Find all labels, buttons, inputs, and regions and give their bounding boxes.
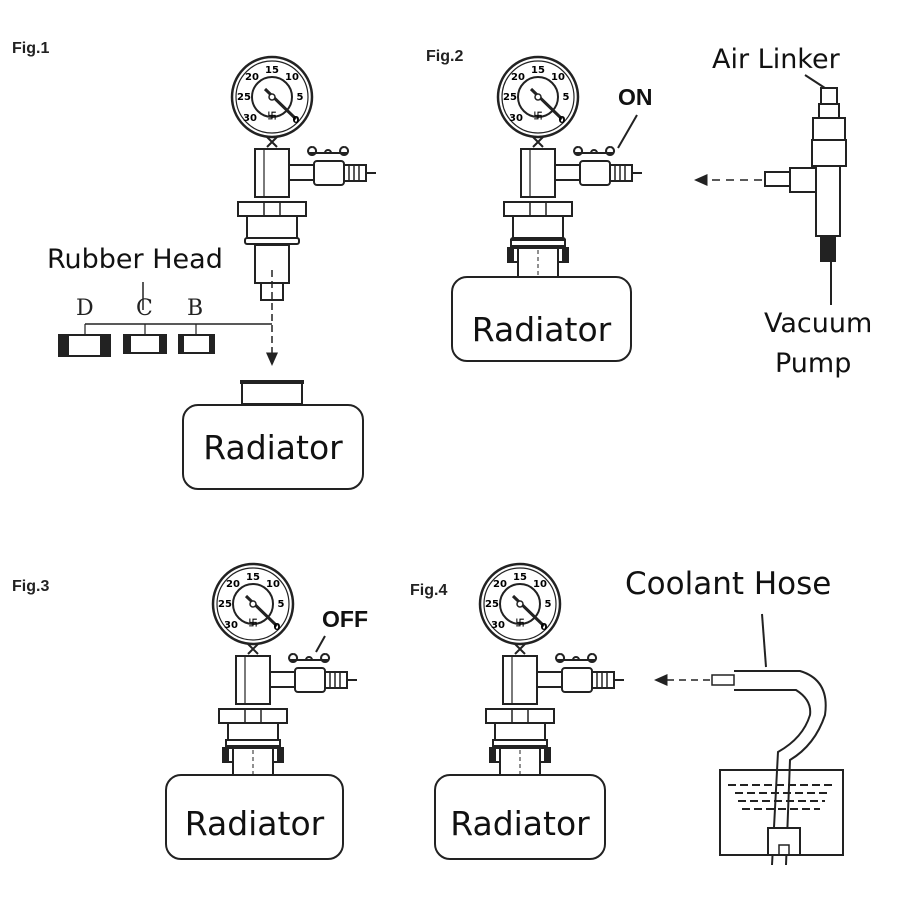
rubber-head-c: [123, 334, 167, 354]
vacuum-pump-label-line2: Pump: [775, 348, 852, 379]
fig2-tester-assembly: [496, 55, 847, 305]
fig2-radiator: Radiator: [451, 276, 632, 362]
valve-off-label: OFF: [322, 606, 368, 632]
rubber-head-d: [58, 334, 111, 357]
fig2-radiator-label: Radiator: [471, 310, 612, 349]
coolant-hose-label: Coolant Hose: [625, 566, 832, 602]
fig4-radiator: Radiator: [434, 774, 606, 860]
rubber-head-label: Rubber Head: [47, 244, 223, 275]
fig3-tester-body: [218, 643, 358, 752]
coolant-hose: [711, 613, 827, 866]
valve-on-label: ON: [618, 84, 653, 110]
fig2-gauge-icon: [496, 55, 580, 139]
fig3-radiator: Radiator: [165, 774, 344, 860]
fig1-tester-assembly: [58, 55, 377, 405]
rubber-head-b: [178, 334, 215, 354]
fig4-radiator-label: Radiator: [450, 804, 590, 843]
size-label-d: D: [76, 296, 94, 321]
fig4-label: Fig.4: [410, 582, 448, 599]
fig1-radiator-label: Radiator: [203, 428, 343, 467]
fig1-gauge-icon: [230, 55, 314, 139]
fig2-label: Fig.2: [426, 48, 464, 65]
size-label-b: B: [187, 296, 204, 321]
fig1-tester-body: [237, 136, 377, 245]
fig4-tester-assembly: [478, 562, 844, 866]
fig4-gauge-icon: [478, 562, 562, 646]
fig3-gauge-icon: [211, 562, 295, 646]
fig2-tester-body: [503, 136, 643, 245]
fig3-tester-assembly: [211, 562, 358, 791]
fig1-radiator: Radiator: [182, 404, 364, 490]
vacuum-pump: [764, 74, 847, 305]
size-label-c: C: [136, 296, 153, 321]
coolant-container: [719, 769, 844, 856]
vacuum-pump-label-line1: Vacuum: [764, 308, 873, 339]
fig4-tester-body: [485, 643, 625, 752]
fig3-radiator-label: Radiator: [184, 804, 325, 843]
fig3-label: Fig.3: [12, 578, 50, 595]
fig1-label: Fig.1: [12, 40, 50, 57]
air-linker-label: Air Linker: [712, 44, 840, 75]
